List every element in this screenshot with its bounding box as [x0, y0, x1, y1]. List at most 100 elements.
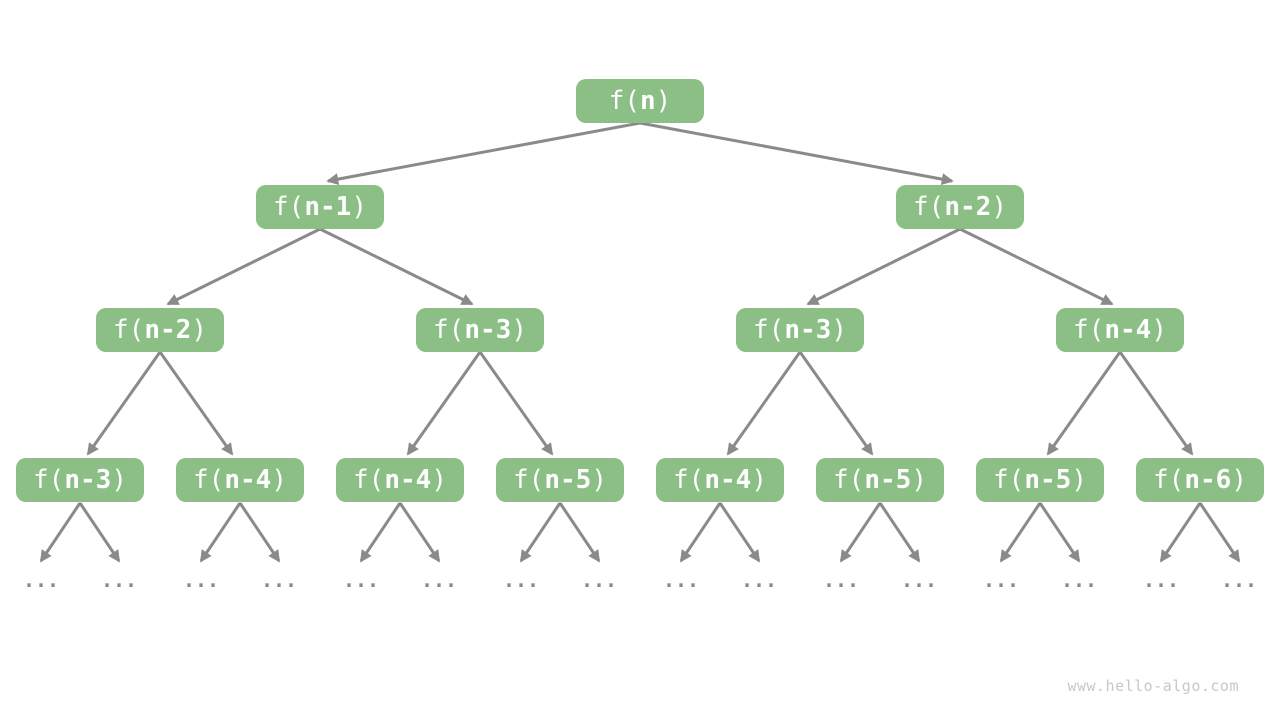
edge-arrow [1159, 502, 1202, 563]
node-label-post: ) [271, 465, 287, 495]
edge-arrow [959, 227, 1114, 306]
node-label-post: ) [991, 192, 1007, 222]
ellipsis-leaf: ... [420, 568, 458, 592]
node-label-post: ) [511, 315, 527, 345]
ellipsis-leaf: ... [900, 568, 938, 592]
ellipsis-leaf: ... [662, 568, 700, 592]
edge-arrow [806, 227, 961, 306]
edge-arrow [238, 502, 281, 563]
node-label-post: ) [831, 315, 847, 345]
ellipsis-leaf: ... [1060, 568, 1098, 592]
edge-arrow [359, 502, 402, 563]
tree-node-f(n-2): f(n-2) [96, 308, 224, 352]
watermark: www.hello-algo.com [1067, 677, 1239, 695]
node-label-arg: n-2 [144, 315, 192, 345]
ellipsis-leaf: ... [982, 568, 1020, 592]
node-label-pre: f( [1153, 465, 1185, 495]
edge-arrow [406, 351, 482, 456]
edge-arrow [1046, 351, 1122, 456]
node-label-arg: n-4 [384, 465, 432, 495]
node-label-pre: f( [753, 315, 785, 345]
tree-node-f(n-3): f(n-3) [416, 308, 544, 352]
ellipsis-leaf: ... [260, 568, 298, 592]
node-label-post: ) [431, 465, 447, 495]
tree-node-f(n-1): f(n-1) [256, 185, 384, 229]
node-label-post: ) [911, 465, 927, 495]
node-label-arg: n [640, 86, 656, 116]
ellipsis-leaf: ... [1142, 568, 1180, 592]
edge-arrow [798, 351, 874, 456]
edge-arrow [166, 227, 321, 306]
ellipsis-leaf: ... [100, 568, 138, 592]
ellipsis-leaf: ... [22, 568, 60, 592]
edge-arrow [878, 502, 921, 563]
node-label-arg: n-4 [1104, 315, 1152, 345]
tree-node-f(n-4): f(n-4) [1056, 308, 1184, 352]
node-label-pre: f( [833, 465, 865, 495]
node-label-arg: n-3 [64, 465, 112, 495]
tree-node-f(n-5): f(n-5) [816, 458, 944, 502]
tree-node-f(n-5): f(n-5) [496, 458, 624, 502]
node-label-post: ) [751, 465, 767, 495]
node-label-arg: n-5 [1024, 465, 1072, 495]
node-label-pre: f( [993, 465, 1025, 495]
ellipsis-leaf: ... [342, 568, 380, 592]
edge-arrow [639, 121, 954, 186]
node-label-pre: f( [673, 465, 705, 495]
tree-node-f(n-4): f(n-4) [656, 458, 784, 502]
node-label-post: ) [655, 86, 672, 116]
tree-node-f(n): f(n) [576, 79, 704, 123]
node-label-pre: f( [113, 315, 145, 345]
node-label-pre: f( [913, 192, 945, 222]
edge-arrow [158, 351, 234, 456]
node-label-arg: n-1 [304, 192, 352, 222]
tree-node-f(n-3): f(n-3) [16, 458, 144, 502]
edge-arrow [999, 502, 1042, 563]
node-label-pre: f( [433, 315, 465, 345]
node-label-pre: f( [353, 465, 385, 495]
node-label-pre: f( [1073, 315, 1105, 345]
node-label-pre: f( [273, 192, 305, 222]
node-label-post: ) [351, 192, 367, 222]
edge-arrow [199, 502, 242, 563]
ellipsis-leaf: ... [1220, 568, 1258, 592]
node-label-post: ) [111, 465, 127, 495]
edge-arrow [1038, 502, 1081, 563]
edge-arrow [1198, 502, 1241, 563]
edge-arrow [726, 351, 802, 456]
node-label-post: ) [1071, 465, 1087, 495]
edge-arrow [39, 502, 82, 563]
node-label-pre: f( [608, 86, 640, 116]
edge-arrow [398, 502, 441, 563]
tree-node-f(n-6): f(n-6) [1136, 458, 1264, 502]
edge-arrow [718, 502, 761, 563]
edge-arrow [86, 351, 162, 456]
node-label-arg: n-5 [544, 465, 592, 495]
edge-arrow [78, 502, 121, 563]
tree-node-f(n-4): f(n-4) [336, 458, 464, 502]
ellipsis-leaf: ... [580, 568, 618, 592]
tree-node-f(n-5): f(n-5) [976, 458, 1104, 502]
ellipsis-leaf: ... [182, 568, 220, 592]
edge-arrow [679, 502, 722, 563]
edge-arrow [478, 351, 554, 456]
node-label-post: ) [191, 315, 207, 345]
edge-arrow [839, 502, 882, 563]
ellipsis-leaf: ... [740, 568, 778, 592]
node-label-pre: f( [193, 465, 225, 495]
node-label-arg: n-3 [464, 315, 512, 345]
node-label-pre: f( [33, 465, 65, 495]
node-label-post: ) [591, 465, 607, 495]
node-label-arg: n-2 [944, 192, 992, 222]
edge-arrow [326, 121, 641, 186]
edge-arrow [519, 502, 562, 563]
node-label-arg: n-3 [784, 315, 832, 345]
node-label-post: ) [1231, 465, 1247, 495]
node-label-arg: n-4 [704, 465, 752, 495]
tree-node-f(n-4): f(n-4) [176, 458, 304, 502]
ellipsis-leaf: ... [822, 568, 860, 592]
edge-group [39, 121, 1241, 563]
edge-arrow [558, 502, 601, 563]
tree-node-f(n-2): f(n-2) [896, 185, 1024, 229]
node-label-pre: f( [513, 465, 545, 495]
